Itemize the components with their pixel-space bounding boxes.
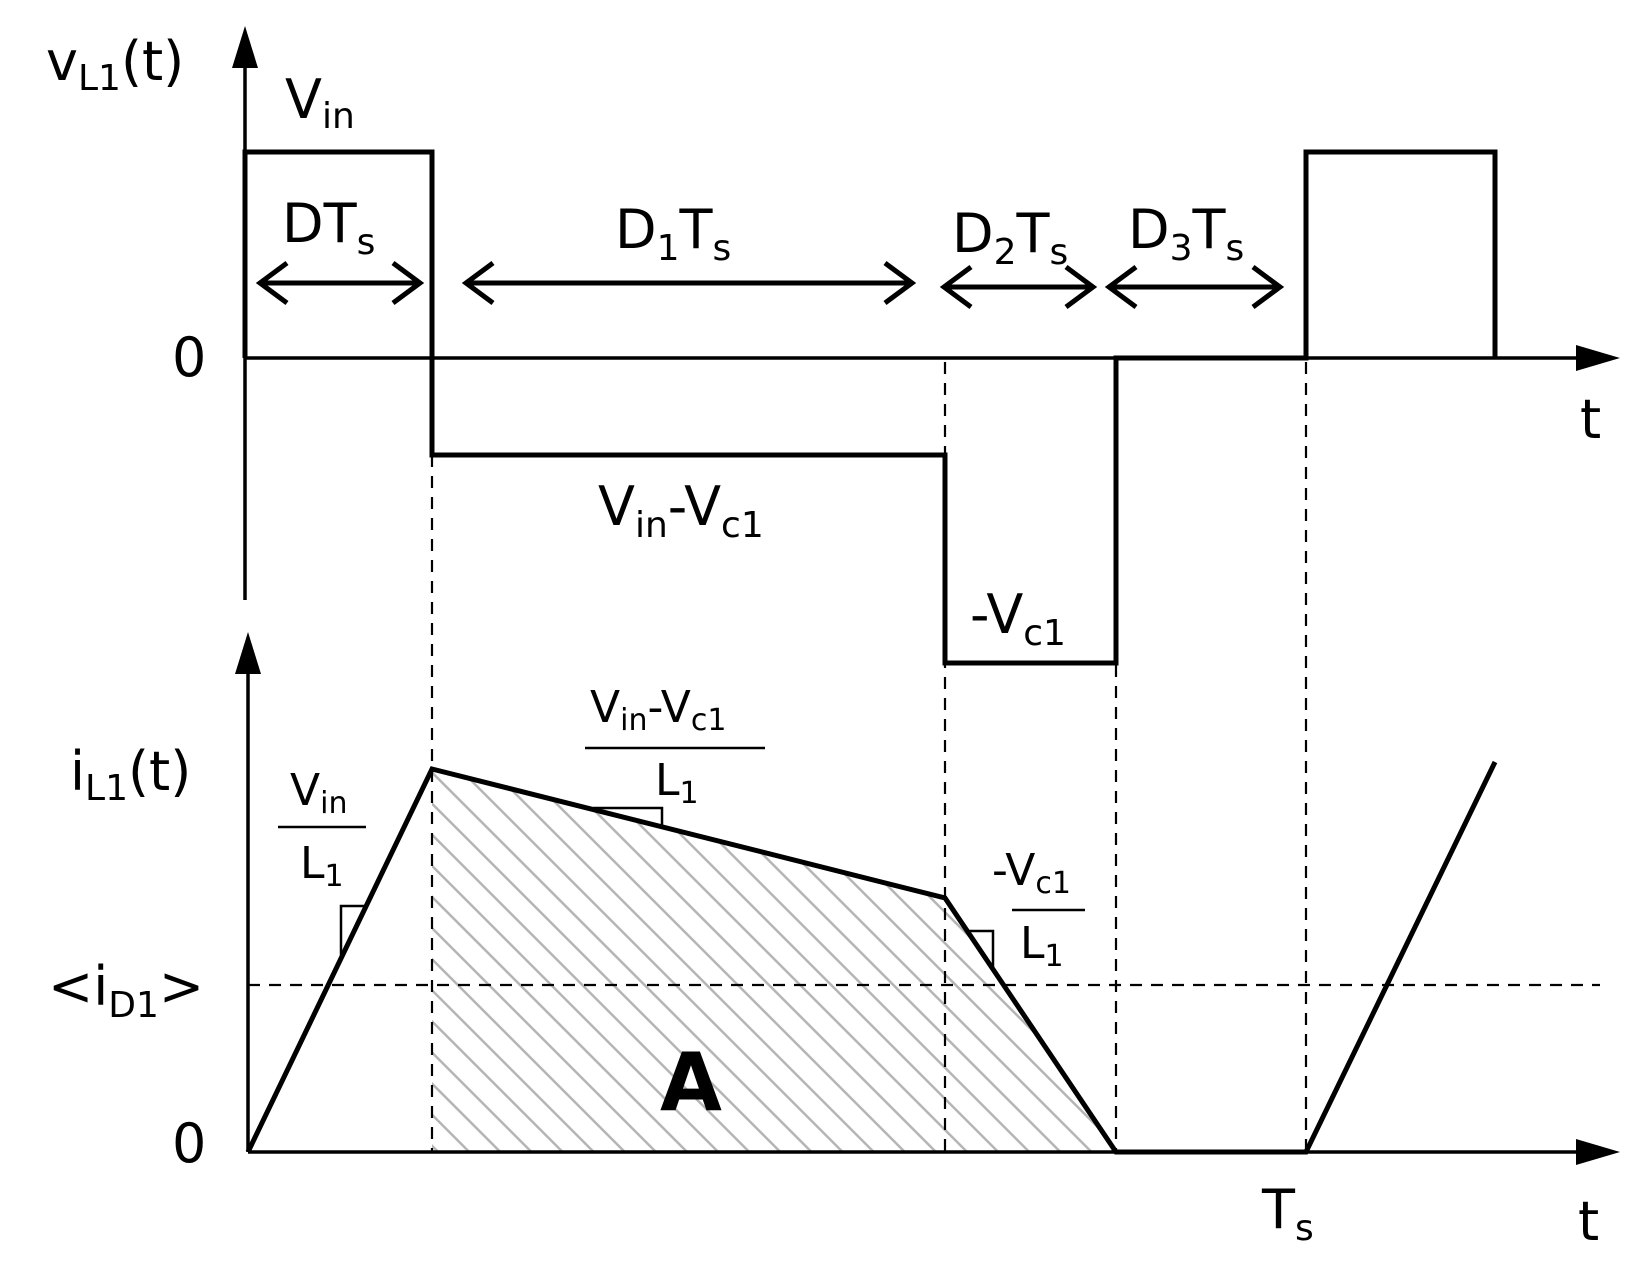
- top-x-axis-label: t: [1580, 388, 1601, 451]
- top-y-arrowhead: [232, 26, 258, 68]
- interval-label-d2: D2Ts: [952, 202, 1068, 273]
- slope-fall1-numerator: Vin-Vc1: [590, 682, 726, 738]
- level-high-label: Vin: [285, 68, 355, 137]
- interval-label-d3: D3Ts: [1128, 198, 1244, 269]
- avg-diode-current-label: <iD1>: [48, 955, 204, 1026]
- slope-rise-numerator: Vin: [290, 765, 347, 821]
- slope-marker-rise: [339, 904, 364, 955]
- interval-label-dt: DTs: [282, 192, 375, 263]
- slope-rise-denominator: L1: [300, 838, 344, 894]
- top-zero-label: 0: [172, 326, 206, 389]
- area-label: A: [660, 1036, 722, 1129]
- area-a-hatch: [432, 769, 1116, 1152]
- top-x-arrowhead: [1576, 345, 1620, 371]
- level-mid-label: Vin-Vc1: [598, 475, 764, 546]
- bottom-zero-label: 0: [172, 1112, 206, 1175]
- interval-label-d1: D1Ts: [615, 198, 731, 269]
- slope-fall2-denominator: L1: [1020, 918, 1064, 974]
- interval-arrow-dt: [255, 260, 425, 306]
- top-y-axis-label: vL1(t): [46, 30, 184, 99]
- vl1-waveform: [242, 149, 1498, 666]
- interval-arrow-d1: [461, 260, 917, 306]
- slope-marker-fall1: [593, 806, 664, 827]
- bottom-x-axis-label: t: [1578, 1190, 1599, 1253]
- bottom-y-arrowhead: [235, 632, 261, 674]
- bottom-x-arrowhead: [1576, 1139, 1620, 1165]
- interval-arrow-d3: [1104, 264, 1285, 310]
- level-low-label: -Vc1: [970, 583, 1066, 654]
- il1-waveform: [245, 760, 1498, 1155]
- slope-marker-fall2: [968, 929, 995, 968]
- interval-arrow-d2: [939, 264, 1098, 310]
- slope-fall1-denominator: L1: [655, 755, 699, 811]
- period-label: Ts: [1261, 1178, 1314, 1249]
- slope-fall2-numerator: -Vc1: [992, 845, 1071, 901]
- bottom-y-axis-label: iL1(t): [70, 740, 191, 809]
